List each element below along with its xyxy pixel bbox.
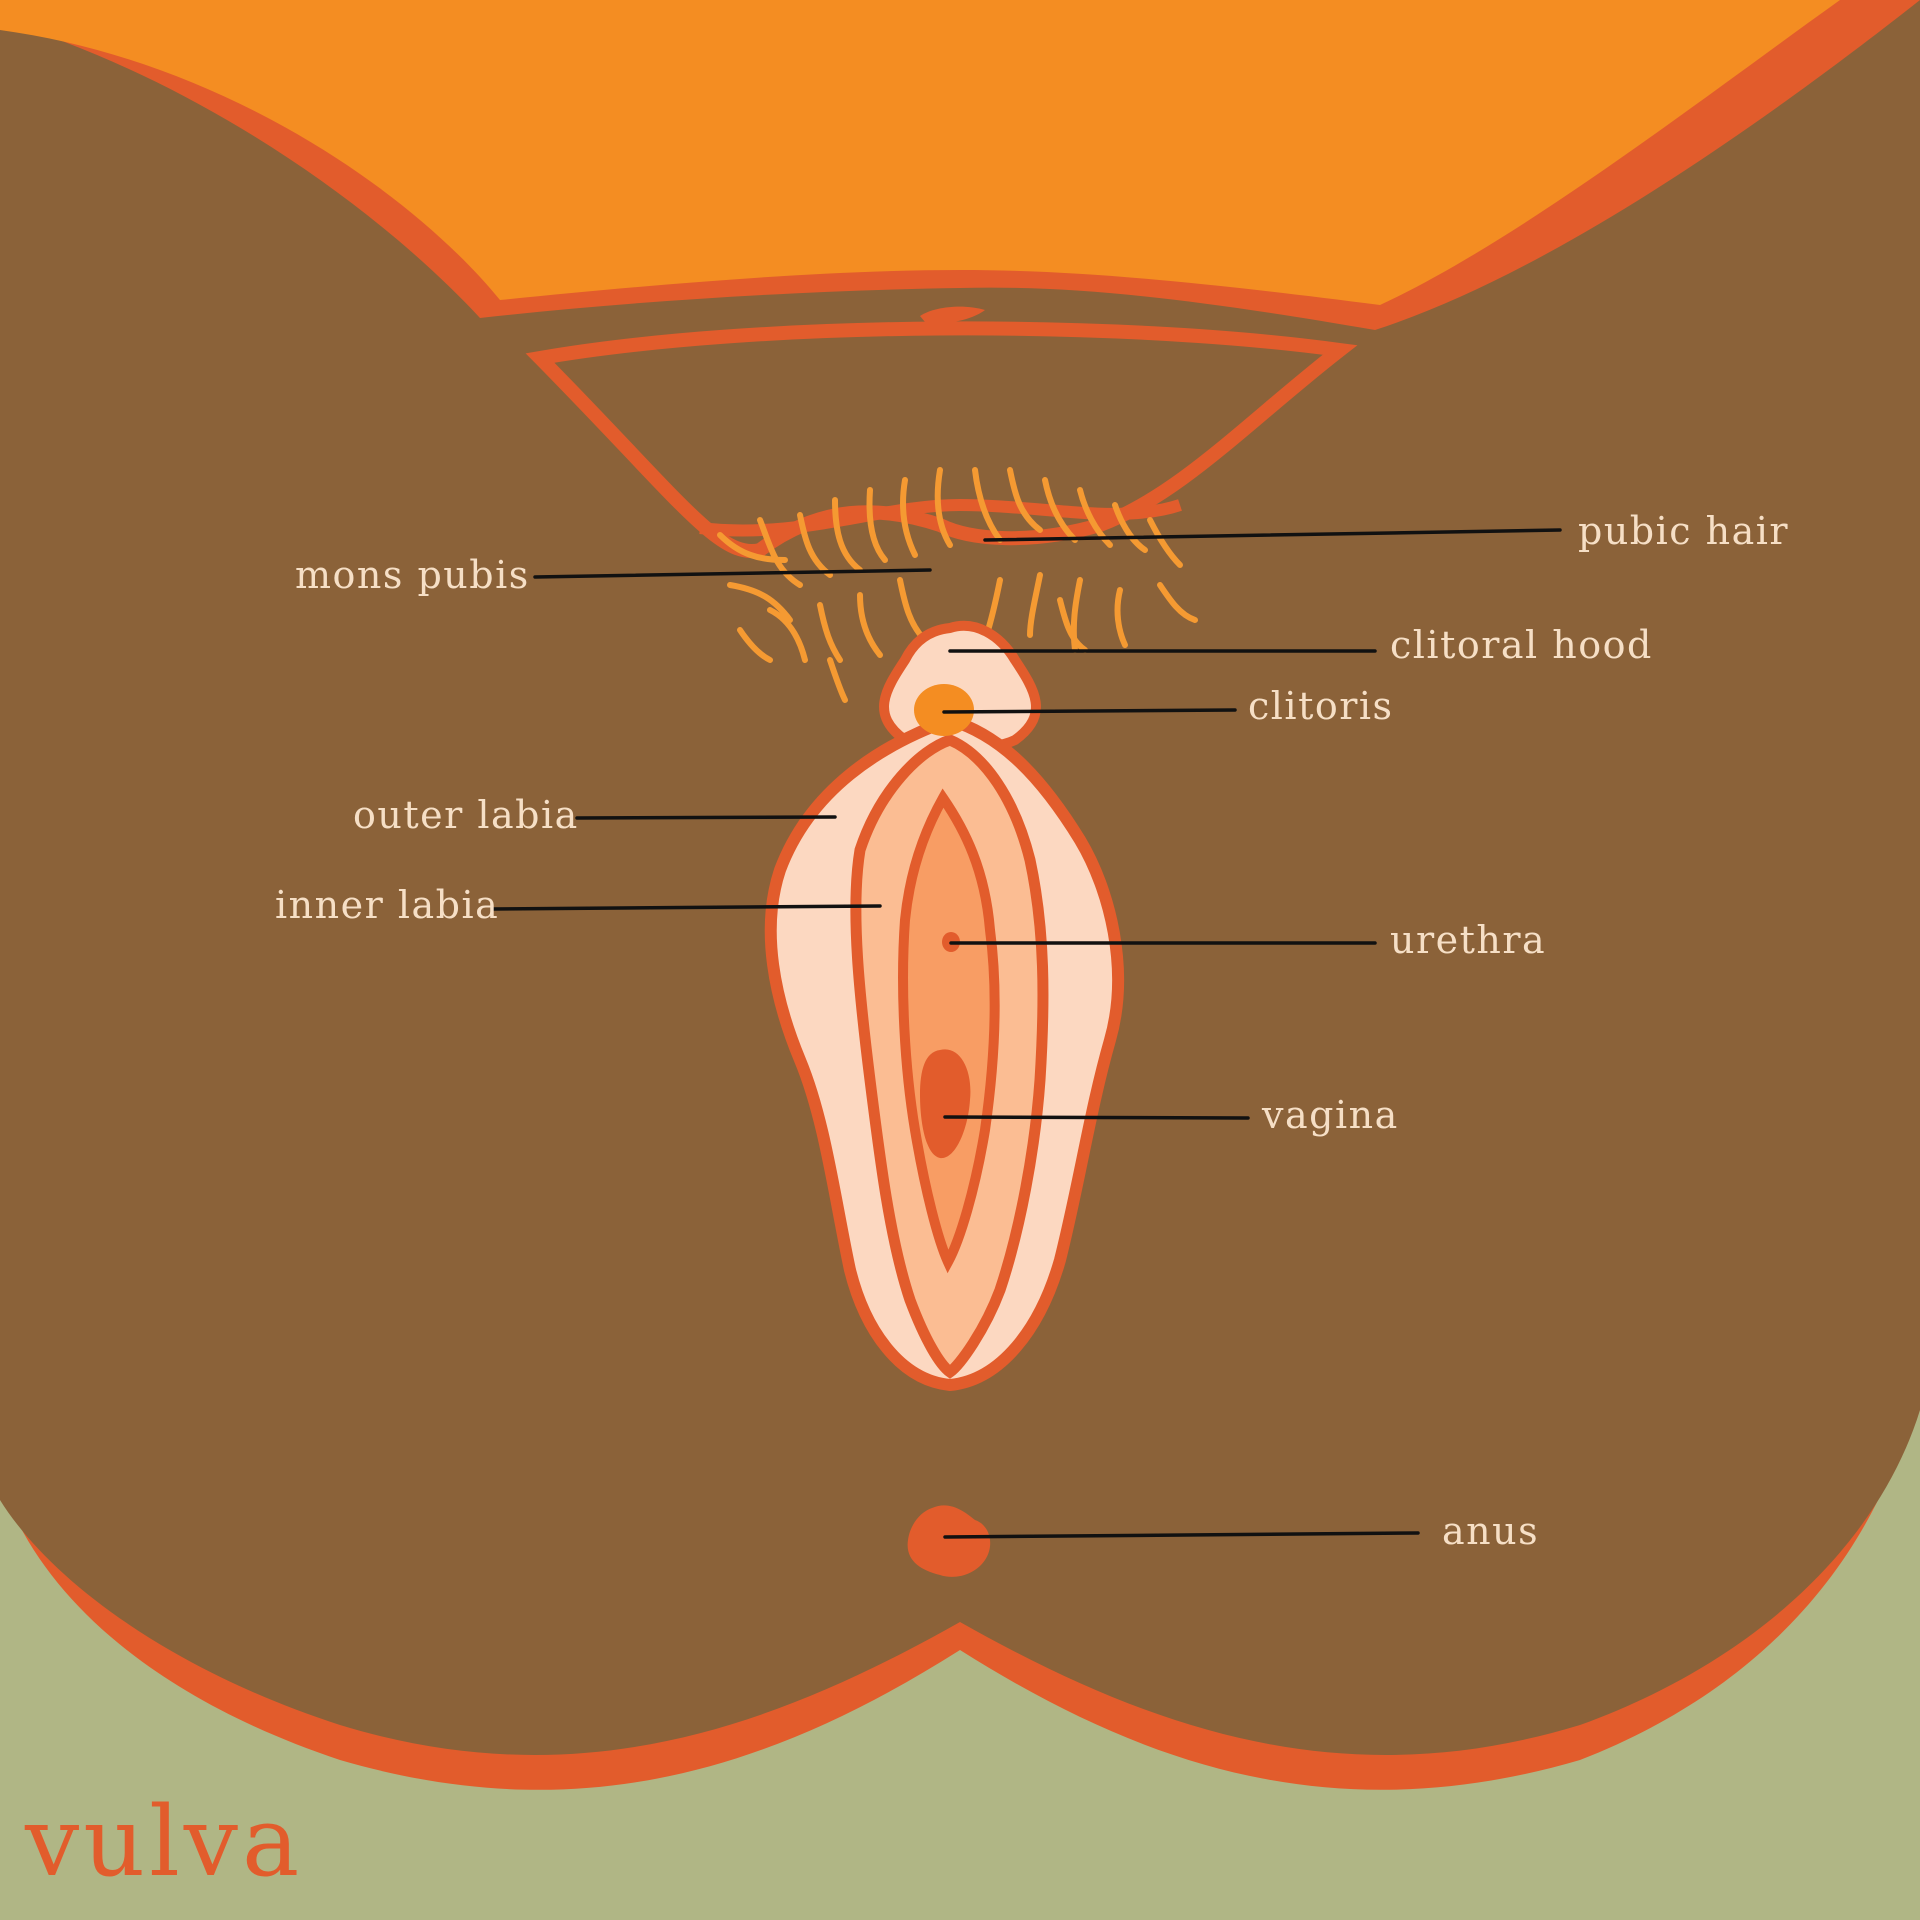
label-vagina: vagina bbox=[1261, 1093, 1399, 1137]
anus bbox=[907, 1505, 991, 1577]
label-anus: anus bbox=[1442, 1509, 1539, 1553]
diagram-title: vulva bbox=[24, 1786, 303, 1898]
label-urethra: urethra bbox=[1390, 918, 1546, 962]
leader-mons-pubis bbox=[533, 568, 932, 579]
pubic-hair bbox=[717, 467, 1198, 703]
clitoris bbox=[914, 684, 974, 736]
vaginal-opening bbox=[920, 1049, 971, 1159]
label-clitoral-hood: clitoral hood bbox=[1390, 623, 1653, 667]
label-inner-labia: inner labia bbox=[275, 883, 499, 927]
leader-vagina bbox=[943, 1115, 1250, 1120]
leader-anus bbox=[943, 1531, 1420, 1539]
belly bbox=[0, 0, 1840, 305]
leader-inner-labia bbox=[491, 904, 882, 911]
label-pubic-hair: pubic hair bbox=[1578, 509, 1789, 553]
label-mons-pubis: mons pubis bbox=[295, 553, 530, 597]
leader-pubic-hair bbox=[983, 528, 1562, 542]
label-clitoris: clitoris bbox=[1248, 684, 1394, 728]
leader-clitoris bbox=[942, 708, 1237, 714]
label-outer-labia: outer labia bbox=[353, 793, 579, 837]
vestibule bbox=[898, 788, 1000, 1274]
navel bbox=[920, 306, 985, 324]
leader-outer-labia bbox=[575, 815, 837, 820]
leader-lines bbox=[491, 528, 1562, 1539]
